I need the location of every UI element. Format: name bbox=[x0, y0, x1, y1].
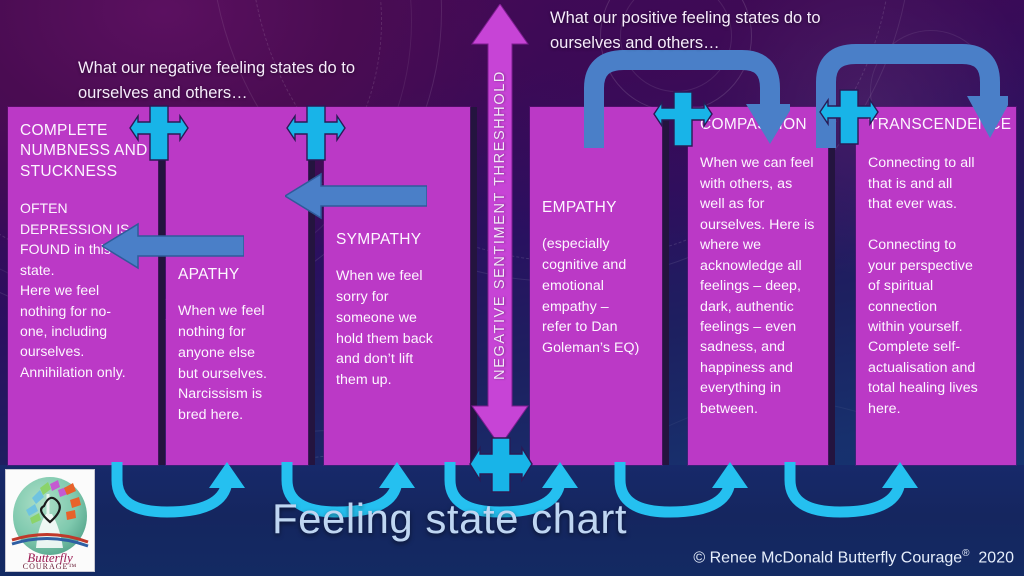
positive-heading: What our positive feeling states do to o… bbox=[550, 9, 821, 52]
four-way-arrow-numbness-apathy bbox=[128, 104, 190, 171]
loop-arrow-4 bbox=[608, 462, 784, 529]
state-column-apathy[interactable]: APATHY When we feel nothing for anyone e… bbox=[166, 107, 308, 465]
four-way-arrow-threshold-bottom bbox=[468, 436, 534, 501]
state-title: EMPATHY bbox=[542, 199, 617, 216]
logo-brand-bottom: COURAGE™ bbox=[23, 562, 78, 571]
state-description: When we feel sorry for someone we hold t… bbox=[336, 268, 433, 389]
copyright-notice: © Renee McDonald Butterfly Courage® 2020 bbox=[693, 548, 1014, 567]
loop-arrow-3 bbox=[438, 462, 614, 529]
divider-bar-1 bbox=[158, 107, 165, 465]
copyright-year: 2020 bbox=[978, 549, 1014, 567]
left-arrow-sympathy-to-apathy bbox=[283, 172, 428, 225]
state-column-complete-numbness[interactable]: COMPLETE NUMBNESS AND STUCKNESS OFTEN DE… bbox=[8, 107, 158, 465]
logo-brand-top: Butterfly bbox=[27, 550, 73, 565]
negative-sentiment-threshold-arrow bbox=[470, 4, 530, 446]
chart-title: Feeling state chart bbox=[272, 495, 628, 542]
loop-arrow-5 bbox=[778, 462, 954, 529]
threshold-label: NEGATIVE SENTIMENT THRESHHOLD bbox=[492, 70, 508, 380]
state-column-transcendence[interactable]: TRANSCENDENCE Connecting to all that is … bbox=[856, 107, 1016, 465]
left-arrow-apathy-to-numbness bbox=[100, 222, 245, 275]
state-column-sympathy[interactable]: SYMPATHY When we feel sorry for someone … bbox=[324, 107, 470, 465]
state-description: When we can feel with others, as well as… bbox=[700, 155, 815, 417]
state-description: When we feel nothing for anyone else but… bbox=[178, 303, 268, 424]
state-title: APATHY bbox=[178, 266, 240, 283]
four-way-arrow-apathy-sympathy bbox=[285, 104, 347, 171]
state-description: Connecting to all that is and all that e… bbox=[868, 155, 978, 417]
loop-arrow-1 bbox=[105, 462, 281, 529]
loop-arrow-2 bbox=[275, 462, 451, 529]
divider-bar-2 bbox=[308, 107, 315, 465]
curved-arrow-compassion-to-transcendence bbox=[812, 28, 1013, 155]
state-description: OFTEN DEPRESSION IS FOUND in this state.… bbox=[20, 200, 130, 380]
butterfly-courage-logo: Butterfly COURAGE™ bbox=[5, 469, 95, 572]
curved-arrow-empathy-to-compassion bbox=[580, 30, 794, 155]
state-column-empathy[interactable]: EMPATHY (especially cognitive and emotio… bbox=[530, 107, 662, 465]
divider-bar-3 bbox=[470, 107, 477, 465]
state-title: SYMPATHY bbox=[336, 231, 422, 248]
copyright-text: © Renee McDonald Butterfly Courage bbox=[693, 549, 963, 567]
state-title: COMPLETE NUMBNESS AND STUCKNESS bbox=[20, 122, 148, 180]
negative-heading: What our negative feeling states do to o… bbox=[78, 59, 356, 102]
lower-band bbox=[0, 465, 1024, 576]
threshold-label-wrap: NEGATIVE SENTIMENT THRESHHOLD bbox=[470, 4, 530, 446]
state-description: (especially cognitive and emotional empa… bbox=[542, 236, 640, 357]
divider-bar-5 bbox=[828, 107, 835, 465]
divider-bar-4 bbox=[662, 107, 669, 465]
four-way-arrow-compassion-transcendence bbox=[818, 88, 880, 155]
four-way-arrow-empathy-compassion bbox=[652, 90, 714, 157]
registered-mark: ® bbox=[962, 548, 970, 559]
state-title: TRANSCENDENCE bbox=[868, 116, 1012, 133]
state-column-compassion[interactable]: COMPASSION When we can feel with others,… bbox=[688, 107, 828, 465]
